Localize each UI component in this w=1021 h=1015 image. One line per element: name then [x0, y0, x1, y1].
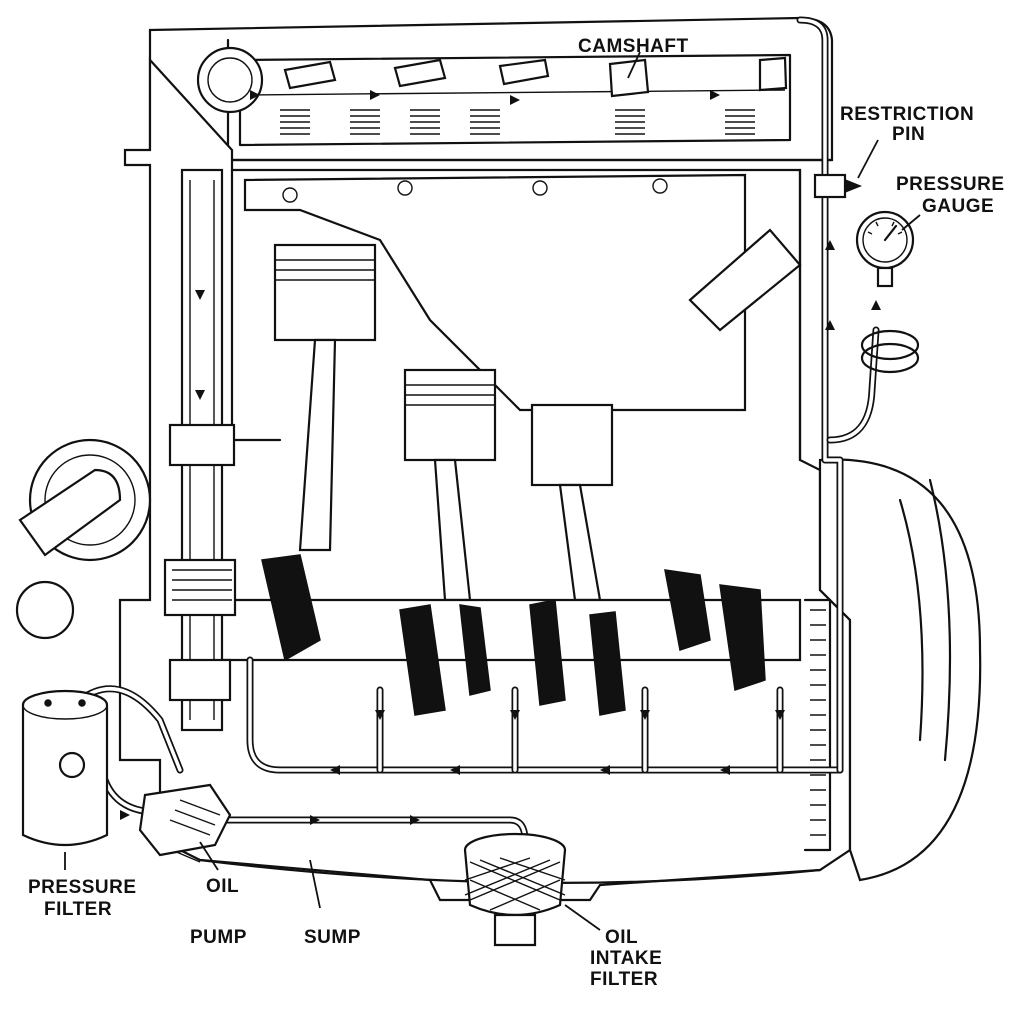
oil-intake-filter — [463, 832, 567, 947]
label-camshaft: CAMSHAFT — [578, 36, 689, 57]
label-oil-intake-filter-line1: OIL — [605, 927, 638, 948]
label-oil-pump-line2: PUMP — [190, 927, 247, 948]
oil-pump-drive — [15, 168, 237, 732]
pistons — [243, 173, 802, 602]
label-restriction-pin-line1: RESTRICTION — [840, 104, 974, 125]
label-restriction-pin-line2: PIN — [892, 124, 925, 145]
label-pressure-gauge-line2: GAUGE — [922, 196, 994, 217]
label-pressure-filter-line2: FILTER — [44, 899, 112, 920]
labels: CAMSHAFT RESTRICTION PIN PRESSURE GAUGE … — [28, 36, 1005, 990]
label-oil-pump-line1: OIL — [206, 876, 239, 897]
flywheel-teeth — [803, 598, 832, 852]
label-pressure-gauge-line1: PRESSURE — [896, 174, 1005, 195]
label-sump: SUMP — [304, 927, 361, 948]
valve-gear — [196, 46, 792, 147]
label-oil-intake-filter-line3: FILTER — [590, 969, 658, 990]
pressure-filter — [21, 689, 109, 847]
pressure-gauge — [855, 210, 915, 288]
leader-lines — [64, 51, 921, 931]
oil-pump — [138, 783, 232, 857]
label-pressure-filter-line1: PRESSURE — [28, 877, 137, 898]
label-oil-intake-filter-line2: INTAKE — [590, 948, 662, 969]
oil-flow-arrows — [120, 90, 881, 825]
